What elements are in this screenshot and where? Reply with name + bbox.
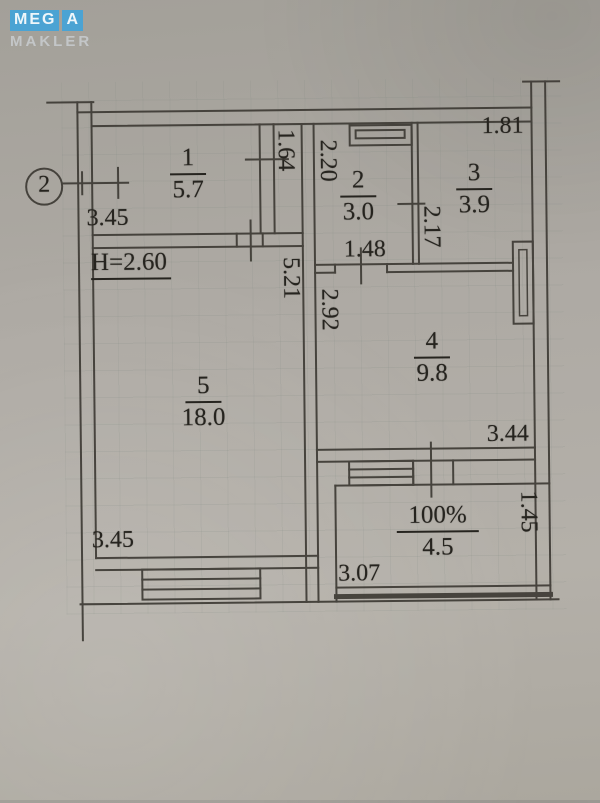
brand-word-part1: MEG [10, 10, 60, 31]
door-opening-ticks [244, 158, 433, 498]
dim-room2-height: 2.20 [314, 139, 342, 182]
room-1-number: 1 [169, 144, 207, 176]
brand-watermark: MEG A MAKLER [10, 10, 92, 50]
room-4-number: 4 [413, 328, 451, 359]
room-5-number: 5 [184, 372, 222, 404]
brand-line2: MAKLER [10, 33, 93, 50]
room-label-3: 3 3.9 [444, 159, 505, 219]
dim-room4-height: 2.92 [316, 288, 343, 331]
room-1-area: 5.7 [172, 175, 204, 204]
axis-marker [25, 166, 130, 206]
room-3-area: 3.9 [458, 191, 491, 219]
dim-room4-width: 3.44 [486, 420, 529, 448]
dim-balcony-width: 3.07 [338, 560, 381, 587]
room-label-5: 5 18.0 [168, 372, 239, 432]
brand-word-part2: A [62, 10, 84, 31]
room-5-area: 18.0 [181, 403, 226, 432]
dim-room3-width: 1.81 [481, 112, 524, 140]
vent-duct [348, 123, 413, 147]
brand-line1: MEG A [10, 10, 92, 31]
interior-walls [91, 121, 551, 603]
room-4-area: 9.8 [416, 359, 448, 387]
outer-walls [46, 80, 561, 642]
room-2-area: 3.0 [342, 198, 375, 226]
windows [141, 459, 553, 601]
room-label-1: 1 5.7 [158, 144, 219, 204]
room-3-number: 3 [455, 159, 493, 191]
ceiling-height-note: H=2.60 [91, 248, 172, 281]
room-label-balcony: 100% 4.5 [396, 501, 479, 561]
dim-room5-width: 3.45 [91, 526, 135, 554]
entry-door [511, 240, 535, 325]
room-label-4: 4 9.8 [400, 328, 465, 387]
axis-marker-label: 2 [38, 171, 51, 198]
dim-room3-height: 2.17 [418, 205, 445, 248]
dim-room5-height: 5.21 [277, 256, 305, 300]
balcony-area: 4.5 [422, 533, 454, 561]
room-2-number: 2 [339, 166, 377, 198]
balcony-number: 100% [396, 501, 479, 533]
dim-room2-door-width: 1.48 [343, 236, 386, 263]
dim-balcony-height: 1.45 [515, 490, 542, 533]
dim-room1-width: 3.45 [86, 204, 129, 232]
dim-duct-height: 1.64 [272, 129, 300, 172]
